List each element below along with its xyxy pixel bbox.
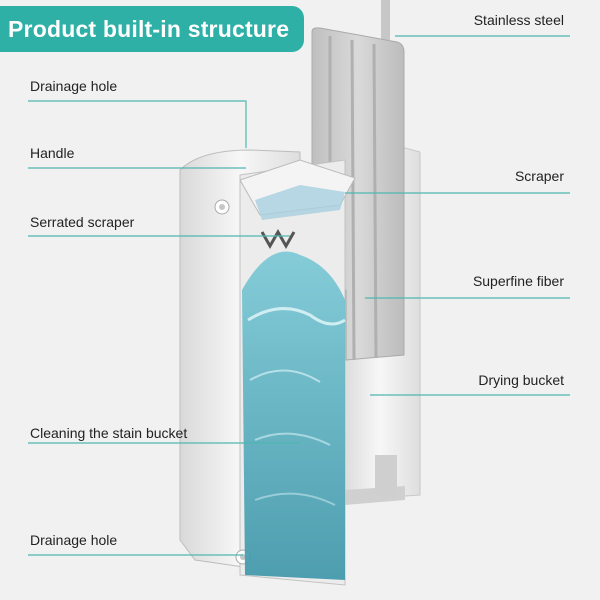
label-superfine-fiber: Superfine fiber (472, 273, 564, 289)
label-handle: Handle (30, 145, 75, 161)
title-banner: Product built-in structure (0, 6, 304, 52)
label-scraper: Scraper (514, 168, 564, 184)
leader-drainage-hole-top (28, 100, 247, 148)
label-drainage-hole-bottom: Drainage hole (30, 532, 118, 548)
label-serrated-scraper: Serrated scraper (30, 214, 135, 230)
label-drying-bucket: Drying bucket (478, 372, 564, 388)
page-title: Product built-in structure (8, 16, 290, 42)
label-stainless-steel: Stainless steel (473, 12, 564, 28)
label-drainage-hole-top: Drainage hole (30, 78, 118, 94)
water (242, 251, 346, 580)
leader-lines (28, 35, 570, 556)
label-cleaning-bucket: Cleaning the stain bucket (30, 425, 188, 441)
steel-pole (381, 0, 390, 40)
